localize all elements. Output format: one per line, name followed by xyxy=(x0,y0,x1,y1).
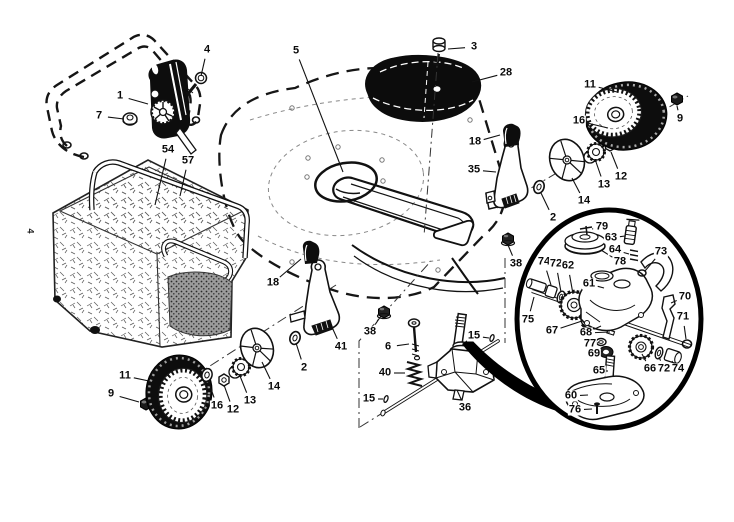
dust-wheel-14-left xyxy=(239,327,275,369)
grass-bag xyxy=(52,159,250,348)
cover-centerline xyxy=(423,52,439,237)
shaft-75 xyxy=(525,278,547,293)
bracket-70 xyxy=(661,294,676,340)
nut-38-left xyxy=(376,305,392,320)
spring-40 xyxy=(404,361,425,387)
handle-bracket xyxy=(148,59,197,155)
wheel-11-left xyxy=(145,354,213,430)
sleeve-74a xyxy=(544,284,558,299)
grip-18-right xyxy=(503,123,521,147)
pinion-13-right xyxy=(583,142,606,164)
ratchet-63 xyxy=(623,218,640,246)
handle-bolt xyxy=(185,71,208,97)
pulley-78 xyxy=(564,231,606,255)
bracket-knob-wheel xyxy=(150,99,176,125)
washer-2-left xyxy=(289,330,301,346)
cover-bolt xyxy=(432,37,446,68)
deck-spindle-hole xyxy=(314,161,378,203)
belt-keeper-plate xyxy=(432,219,475,247)
spring-64 xyxy=(629,249,639,262)
bag-frame-tube xyxy=(88,159,250,259)
ring-73 xyxy=(637,269,647,277)
shoulder-bolt-6 xyxy=(407,318,421,361)
page-marker: 4 xyxy=(25,228,36,234)
pinion-13-left xyxy=(228,357,251,379)
cap-nut-9-right xyxy=(671,92,683,106)
screw-76 xyxy=(594,402,600,414)
washer-16-left xyxy=(201,367,213,383)
handle-nut xyxy=(122,112,138,126)
pin-15-right xyxy=(489,334,495,342)
pin-15-left xyxy=(383,395,389,403)
deck-rear-skirt xyxy=(351,189,507,295)
gearbox-assembly xyxy=(376,232,516,417)
housing-61 xyxy=(578,267,654,332)
grip-18-left xyxy=(302,240,320,264)
height-adjuster-35 xyxy=(485,136,529,209)
wheel-11-right xyxy=(584,81,668,151)
inset-pointer-tail xyxy=(462,338,560,412)
dust-wheel-14-right xyxy=(548,138,586,182)
pin-79 xyxy=(579,225,593,236)
bag-mesh-panel xyxy=(167,271,233,337)
nut-38-right xyxy=(500,232,516,247)
gear-66 xyxy=(627,333,655,361)
washer-2-right xyxy=(533,179,545,195)
washer-72b xyxy=(654,346,664,360)
left-wheel-assembly xyxy=(140,240,341,430)
ring-71 xyxy=(681,339,693,349)
bag-handle-tube xyxy=(161,238,234,283)
height-adjuster-41 xyxy=(289,259,341,336)
right-wheel-assembly xyxy=(485,81,683,209)
belt-cover xyxy=(365,54,482,122)
sleeve-74b xyxy=(663,348,682,365)
washer-77 xyxy=(595,337,607,347)
nut-12-left xyxy=(218,373,230,387)
